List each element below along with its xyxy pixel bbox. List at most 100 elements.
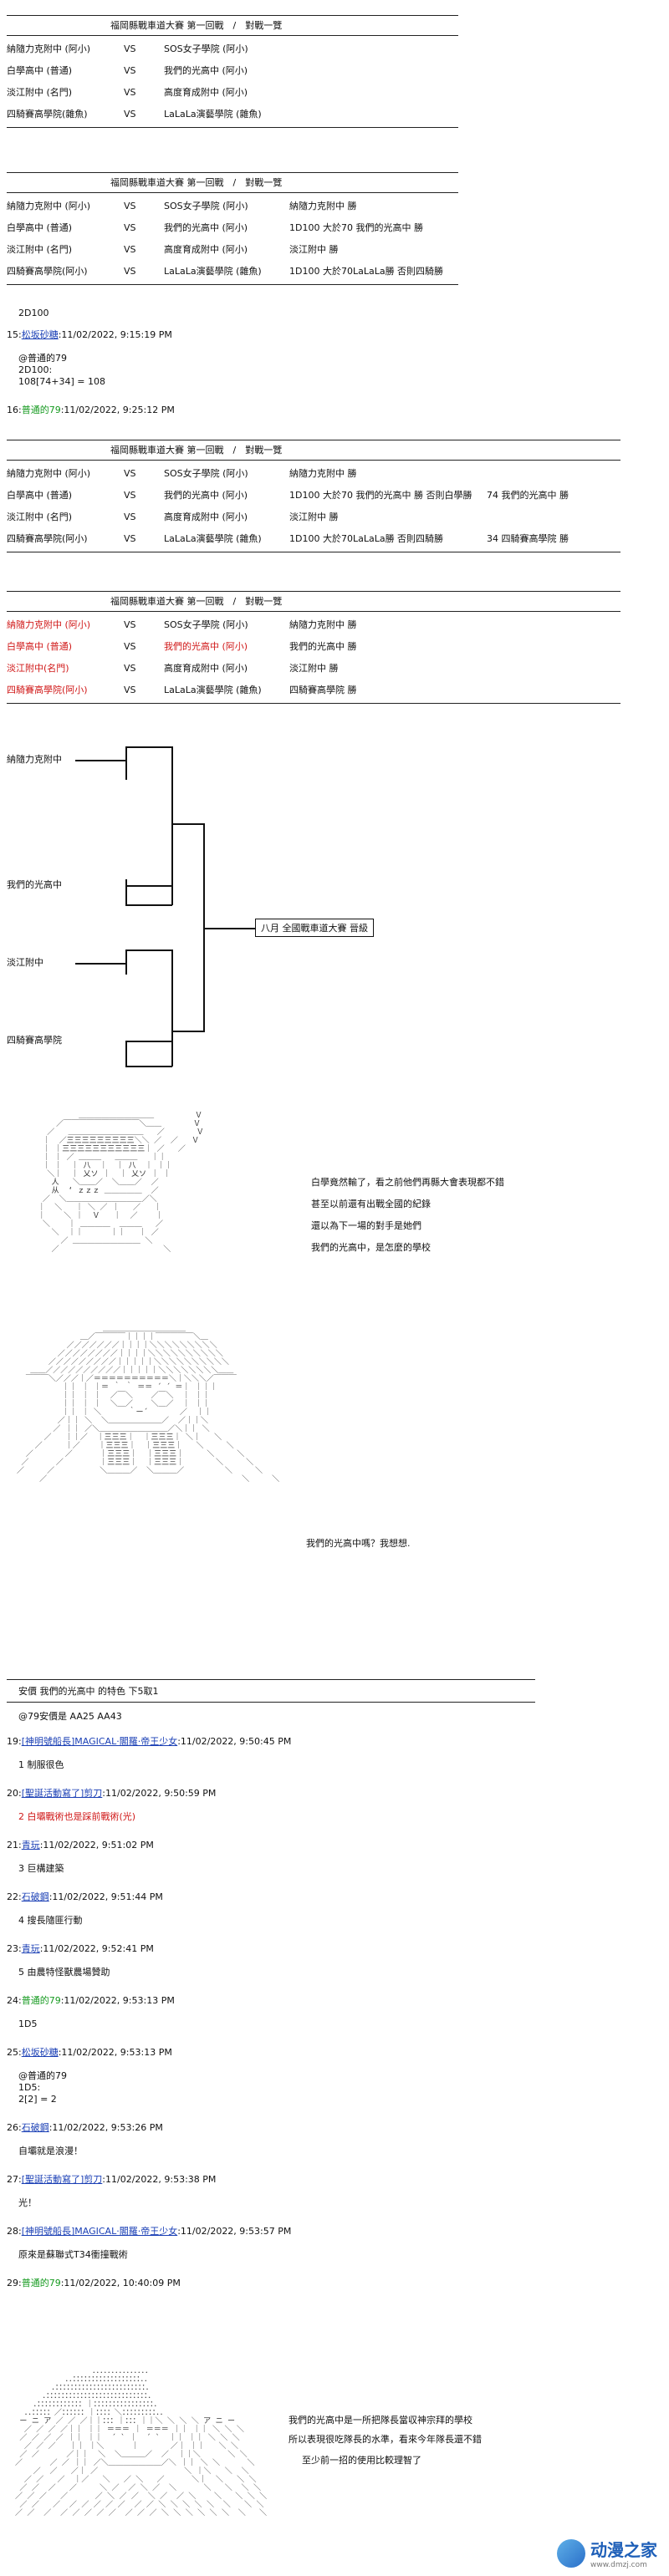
bracket-line bbox=[125, 904, 172, 906]
match-left-team: 納隨力克附中 (阿小) bbox=[7, 201, 91, 211]
post-number: 19: bbox=[7, 1736, 22, 1747]
match-right-team: SOS女子學院 (阿小) bbox=[164, 201, 248, 211]
bracket-line bbox=[125, 1041, 127, 1066]
match-right-team: 高度育成附中 (阿小) bbox=[164, 244, 248, 255]
ascii-art-character-3: ．．．．．．．．．．．．．．． ．．：：：：：：：：：：：：：：：：：：．． ．… bbox=[15, 2367, 268, 2517]
post-body: 2 白壩戰術也是踩前戰術(光) bbox=[18, 1811, 136, 1822]
post-header: 28:[神明號船長]MAGICAL·閣羅·帝王少女:11/02/2022, 9:… bbox=[7, 2226, 291, 2237]
post-15-header: 15:松坂砂糖:11/02/2022, 9:15:19 PM bbox=[7, 329, 172, 341]
table-title: 福岡縣戰車道大賽 第一回戰 / 對戰一覽 bbox=[110, 596, 283, 607]
bracket-team-4: 四騎賽高學院 bbox=[7, 1035, 62, 1046]
post-time: :11/02/2022, 9:15:19 PM bbox=[58, 329, 172, 340]
bracket-line bbox=[75, 760, 125, 761]
post-header: 23:青玩:11/02/2022, 9:52:41 PM bbox=[7, 1943, 154, 1955]
table-bottom-border bbox=[7, 284, 458, 285]
post-header: 24:普通的79:11/02/2022, 9:53:13 PM bbox=[7, 1995, 175, 2007]
table-header-border bbox=[7, 460, 620, 461]
post-user[interactable]: 青玩 bbox=[21, 1840, 40, 1851]
post-user[interactable]: 普通的79 bbox=[21, 2278, 61, 2288]
match-result: 1D100 大於70LaLaLa勝 否則四騎勝 bbox=[289, 533, 444, 544]
post-15-line-2: 2D100: bbox=[18, 364, 53, 375]
post-user[interactable]: 石破鋼 bbox=[21, 1891, 49, 1902]
post-body: 5 由農特怪獸農場贊助 bbox=[18, 1967, 110, 1978]
post-user[interactable]: 普通的79 bbox=[21, 1995, 61, 2006]
bracket-line bbox=[125, 885, 172, 887]
match-left-team: 四騎賽高學院(阿小) bbox=[7, 685, 88, 695]
match-left-team: 淡江附中(名門) bbox=[7, 663, 69, 674]
post-user[interactable]: 松坂砂糖 bbox=[21, 2047, 59, 2058]
match-vs: VS bbox=[124, 222, 136, 233]
bracket-team-1: 納隨力克附中 bbox=[7, 754, 62, 765]
match-left-team: 白學高中 (普通) bbox=[7, 65, 73, 76]
post-header: 29:普通的79:11/02/2022, 10:40:09 PM bbox=[7, 2278, 181, 2289]
match-vs: VS bbox=[124, 512, 136, 522]
post-time: :11/02/2022, 9:50:59 PM bbox=[102, 1788, 217, 1799]
post-number: 26: bbox=[7, 2122, 22, 2133]
post-number: 28: bbox=[7, 2226, 22, 2237]
match-result: 淡江附中 勝 bbox=[289, 244, 339, 255]
post-time: :11/02/2022, 9:51:02 PM bbox=[39, 1840, 154, 1851]
post-time: :11/02/2022, 9:53:38 PM bbox=[102, 2174, 217, 2185]
post-intro: @79安價是 AA25 AA43 bbox=[18, 1711, 122, 1722]
match-result: 納隨力克附中 勝 bbox=[289, 619, 357, 630]
match-left-team: 淡江附中 (名門) bbox=[7, 87, 73, 98]
post-time: :11/02/2022, 9:53:13 PM bbox=[60, 1995, 175, 2006]
post-header: 27:[聖誕活動寫了]剪刀:11/02/2022, 9:53:38 PM bbox=[7, 2174, 216, 2186]
post-time: :11/02/2022, 9:50:45 PM bbox=[177, 1736, 292, 1747]
post-time: :11/02/2022, 9:53:26 PM bbox=[49, 2122, 163, 2133]
match-left-team: 四騎賽高學院(阿小) bbox=[7, 266, 88, 277]
bracket-line bbox=[125, 879, 127, 904]
match-vs: VS bbox=[124, 201, 136, 211]
post-user[interactable]: [神明號船長]MAGICAL·閣羅·帝王少女 bbox=[21, 1736, 178, 1747]
post-number: 23: bbox=[7, 1943, 22, 1954]
narration-line-6: 所以表現很吃隊長的水準，看來今年隊長還不錯 bbox=[289, 2434, 482, 2445]
match-result: 淡江附中 勝 bbox=[289, 512, 339, 522]
post-time: :11/02/2022, 9:51:44 PM bbox=[49, 1891, 163, 1902]
bracket-final-box: 八月 全國戰車道大賽 晉級 bbox=[255, 919, 374, 937]
match-vs: VS bbox=[124, 619, 136, 630]
match-result: 1D100 大於70 我們的光高中 勝 否則白學勝 bbox=[289, 490, 472, 501]
post-time: :11/02/2022, 9:53:13 PM bbox=[58, 2047, 172, 2058]
narration-question: 我們的光高中嗎？我想想. bbox=[306, 1538, 411, 1549]
bracket-line bbox=[125, 949, 172, 951]
post-number: 27: bbox=[7, 2174, 22, 2185]
post-user[interactable]: 普通的79 bbox=[21, 405, 61, 415]
narration-line-4: 我們的光高中，是怎麼的學校 bbox=[311, 1242, 431, 1253]
narration-line-2: 甚至以前還有出戰全國的紀錄 bbox=[311, 1199, 431, 1209]
post-user[interactable]: [聖誕活動寫了]剪刀 bbox=[21, 1788, 103, 1799]
match-left-team: 淡江附中 (名門) bbox=[7, 244, 73, 255]
match-result: 淡江附中 勝 bbox=[289, 663, 339, 674]
narration-line-3: 還以為下一場的對手是她們 bbox=[311, 1220, 421, 1231]
table-top-border bbox=[7, 591, 620, 592]
post-header: 21:青玩:11/02/2022, 9:51:02 PM bbox=[7, 1840, 154, 1851]
site-logo[interactable]: 动漫之家 www.dmzj.com bbox=[557, 2537, 657, 2569]
post-user[interactable]: 石破鋼 bbox=[21, 2122, 49, 2133]
match-vs: VS bbox=[124, 266, 136, 277]
table-title: 福岡縣戰車道大賽 第一回戰 / 對戰一覽 bbox=[110, 177, 283, 188]
post-body: 4 搜長隨匪行動 bbox=[18, 1915, 83, 1926]
post-user[interactable]: [聖誕活動寫了]剪刀 bbox=[21, 2174, 103, 2185]
post-number: 16: bbox=[7, 405, 22, 415]
match-vs: VS bbox=[124, 43, 136, 54]
match-right-team: 高度育成附中 (阿小) bbox=[164, 512, 248, 522]
table-header-border bbox=[7, 611, 620, 612]
section-title: 安價 我們的光高中 的特色 下5取1 bbox=[18, 1686, 159, 1697]
logo-url: www.dmzj.com bbox=[590, 2561, 647, 2569]
match-right-team: LaLaLa演藝學院 (雜魚) bbox=[164, 533, 262, 544]
post-time: :11/02/2022, 9:52:41 PM bbox=[39, 1943, 154, 1954]
post-user[interactable]: 松坂砂糖 bbox=[21, 329, 59, 340]
post-header: 22:石破鋼:11/02/2022, 9:51:44 PM bbox=[7, 1891, 163, 1903]
match-right-team: LaLaLa演藝學院 (雜魚) bbox=[164, 685, 262, 695]
match-left-team: 納隨力克附中 (阿小) bbox=[7, 468, 91, 479]
post-user[interactable]: [神明號船長]MAGICAL·閣羅·帝王少女 bbox=[21, 2226, 178, 2237]
post-time: :11/02/2022, 10:40:09 PM bbox=[60, 2278, 181, 2288]
match-vs: VS bbox=[124, 244, 136, 255]
post-15-line-3: 108[74+34] = 108 bbox=[18, 376, 105, 387]
bracket-line bbox=[171, 949, 173, 1067]
post-header: 20:[聖誕活動寫了]剪刀:11/02/2022, 9:50:59 PM bbox=[7, 1788, 216, 1800]
match-left-team: 白學高中 (普通) bbox=[7, 490, 73, 501]
match-roll-result: 34 四騎賽高學院 勝 bbox=[487, 533, 569, 544]
post-body: 光！ bbox=[18, 2197, 37, 2208]
post-number: 22: bbox=[7, 1891, 22, 1902]
post-user[interactable]: 青玩 bbox=[21, 1943, 40, 1954]
